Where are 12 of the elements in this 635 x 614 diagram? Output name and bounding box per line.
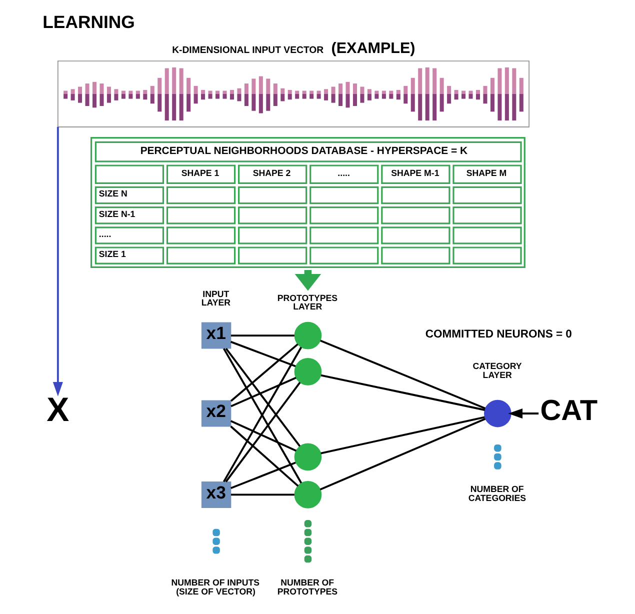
node-label: K-DIMENSIONAL INPUT VECTOR — [172, 45, 324, 56]
node-text: X — [46, 391, 69, 430]
label: CATEGORY LAYER — [472, 361, 522, 380]
node-text: PROTOTYPES LAYER — [276, 292, 338, 312]
label: NUMBER OF PROTOTYPES — [276, 577, 338, 596]
node-label: (EXAMPLE) — [330, 40, 415, 58]
label: NUMBER OF CATEGORIES — [468, 484, 526, 503]
label: NUMBER OF INPUTS (SIZE OF VECTOR) — [170, 577, 260, 596]
label: INPUT LAYER — [200, 288, 230, 308]
node-text: CAT — [540, 394, 598, 427]
diagram-title: LEARNING — [42, 12, 134, 32]
label: COMMITTED NEURONS = 0 — [424, 328, 572, 341]
